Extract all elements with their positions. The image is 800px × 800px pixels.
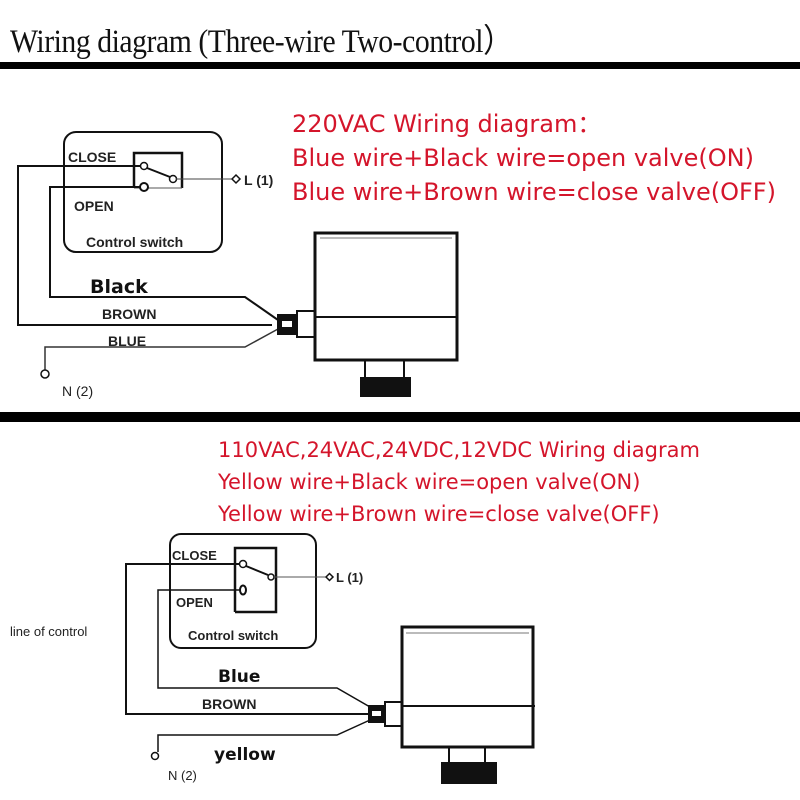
wire-label-brown: BROWN <box>202 696 256 712</box>
black-wire <box>49 186 279 321</box>
top-divider <box>0 62 800 69</box>
section-220-rule-on: Blue wire+Black wire=open valve(ON) <box>292 144 754 172</box>
wire-label-brown: BROWN <box>102 306 156 322</box>
brown-wire <box>125 563 368 715</box>
wiring-diagram-low-voltage: CLOSE OPEN Control switch L (1) line of … <box>10 533 535 784</box>
open-contact <box>139 182 149 192</box>
control-switch-caption: Control switch <box>86 234 183 250</box>
open-label: OPEN <box>74 198 114 214</box>
brown-wire <box>17 165 272 326</box>
wire-label-blue: Blue <box>218 667 260 687</box>
close-label: CLOSE <box>172 548 217 563</box>
line-terminal-icon <box>230 173 242 185</box>
close-contact <box>238 559 248 569</box>
connector-sleeve <box>296 310 316 338</box>
line-terminal-icon <box>324 572 335 582</box>
section-220-heading: 220VAC Wiring diagram： <box>292 110 602 138</box>
connector-sleeve <box>384 701 403 727</box>
relay-box <box>233 546 278 614</box>
valve-actuator-body <box>313 231 459 362</box>
neutral-terminal-icon <box>40 369 50 379</box>
page-title: Wiring diagram (Three-wire Two-control） <box>10 24 513 60</box>
section-low-rule-on: Yellow wire+Black wire=open valve(ON) <box>218 470 641 494</box>
control-switch-box <box>169 533 317 649</box>
valve-stem-base <box>360 377 411 397</box>
control-switch-box <box>63 131 223 253</box>
line-of-control-label: line of control <box>10 624 87 639</box>
line-terminal-label: L (1) <box>244 172 273 188</box>
switch-blade <box>245 565 269 576</box>
section-divider <box>0 412 800 422</box>
neutral-terminal-label: N (2) <box>62 383 93 399</box>
section-low-rule-off: Yellow wire+Brown wire=close valve(OFF) <box>218 502 660 526</box>
open-contact <box>239 584 247 596</box>
blue-wire <box>44 328 279 370</box>
wiring-diagram-220: CLOSE OPEN Control switch L (1) N (2) Bl… <box>17 131 459 399</box>
valve-stem-base <box>441 762 497 784</box>
common-contact <box>267 573 275 581</box>
open-label: OPEN <box>176 595 213 610</box>
yellow-wire <box>157 719 371 752</box>
control-switch-caption: Control switch <box>188 628 278 643</box>
close-contact <box>139 161 149 171</box>
line-terminal-label: L (1) <box>336 570 363 585</box>
wire-label-black: Black <box>90 276 148 298</box>
blue-wire <box>157 589 371 708</box>
neutral-terminal-icon <box>150 751 160 761</box>
wire-label-yellow: yellow <box>214 745 276 765</box>
wire-label-blue: BLUE <box>108 333 146 349</box>
section-low-heading: 110VAC,24VAC,24VDC,12VDC Wiring diagram <box>218 438 700 462</box>
relay-box <box>132 151 184 188</box>
switch-blade <box>146 167 171 178</box>
common-contact <box>168 174 178 184</box>
neutral-terminal-label: N (2) <box>168 768 197 783</box>
close-label: CLOSE <box>68 149 116 165</box>
valve-actuator-body <box>400 625 535 749</box>
section-220-rule-off: Blue wire+Brown wire=close valve(OFF) <box>292 178 776 206</box>
